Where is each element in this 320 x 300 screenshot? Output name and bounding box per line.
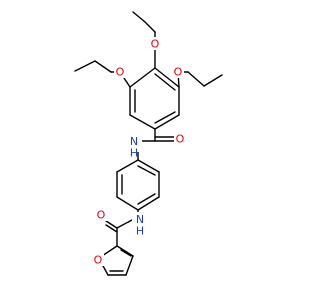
- bond: [116, 219, 133, 229]
- atom-o-ethoxy-right: O: [172, 65, 184, 79]
- atom-o-amide-top: O: [174, 132, 186, 146]
- atom-o-furan: O: [92, 253, 104, 267]
- bond: [105, 224, 118, 233]
- bond: [137, 193, 156, 205]
- bond: [154, 111, 176, 124]
- bond: [154, 67, 180, 88]
- atom-label: O: [97, 209, 106, 222]
- bond: [154, 114, 180, 130]
- bond: [120, 249, 132, 257]
- bond: [137, 196, 160, 211]
- bond: [137, 165, 156, 176]
- atom-label: O: [94, 254, 103, 267]
- atom-label: O: [116, 66, 125, 79]
- bond: [144, 21, 156, 33]
- bond: [132, 11, 146, 23]
- bond: [74, 60, 96, 72]
- bond: [129, 67, 156, 88]
- bond: [116, 245, 134, 257]
- bond: [116, 159, 139, 173]
- bond: [137, 159, 160, 173]
- bond: [105, 220, 118, 229]
- atom-label: O: [176, 133, 185, 146]
- atom-label: O: [151, 38, 160, 51]
- atom-o-ethoxy-top: O: [149, 37, 161, 51]
- atom-o-ethoxy-left: O: [114, 65, 126, 79]
- bond-layer: [74, 11, 223, 276]
- atom-o-amide-bottom: O: [95, 208, 107, 222]
- bond: [203, 74, 223, 87]
- bond: [187, 71, 205, 87]
- bond: [101, 245, 118, 257]
- bond: [116, 196, 139, 211]
- bond: [125, 255, 134, 276]
- bond: [94, 60, 112, 73]
- bond: [129, 114, 156, 130]
- atom-label: O: [174, 66, 183, 79]
- bond: [154, 73, 176, 91]
